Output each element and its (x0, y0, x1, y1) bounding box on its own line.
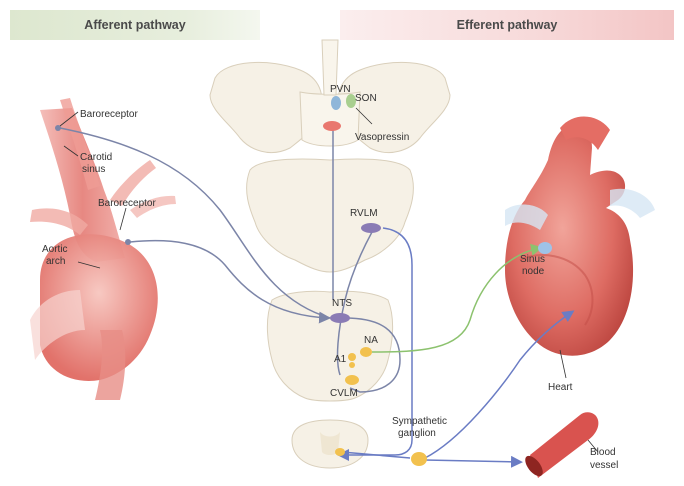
sinus-node-marker (538, 242, 552, 254)
baroreceptor-marker-aortic (125, 239, 131, 245)
carotid-sinus-label: Carotid (80, 152, 112, 163)
spinal-nucleus (335, 448, 345, 456)
baroreceptor-aortic-label: Baroreceptor (98, 198, 156, 209)
blood-vessel-illustration (522, 412, 599, 479)
vasopressin-label: Vasopressin (355, 132, 409, 143)
sympathetic-ganglion (411, 452, 427, 466)
blood-vessel-label: Blood (590, 447, 616, 458)
baroreceptor-carotid-label: Baroreceptor (80, 109, 138, 120)
a1-nucleus-2 (349, 362, 355, 368)
pvn-nucleus (331, 96, 341, 110)
sinus-node-label: Sinus (520, 254, 545, 265)
ganglion-to-vessel-line (425, 460, 520, 462)
spinal-cord-section (292, 420, 368, 468)
sympathetic-ganglion-label: Sympathetic (392, 416, 447, 427)
a1-label: A1 (334, 354, 347, 365)
cvlm-label: CVLM (330, 388, 358, 399)
heart-illustration (505, 116, 655, 355)
cvlm-nucleus (345, 375, 359, 385)
rvlm-label: RVLM (350, 208, 378, 219)
a1-nucleus (348, 353, 356, 361)
rvlm-nucleus (361, 223, 381, 233)
carotid-sinus-label-2: sinus (82, 164, 105, 175)
aortic-arch-label: Aortic (42, 244, 68, 255)
pvn-label: PVN (330, 84, 351, 95)
nts-nucleus (330, 313, 350, 323)
brainstem-upper (247, 159, 414, 272)
sinus-node-label-2: node (522, 266, 545, 277)
na-label: NA (364, 335, 378, 346)
aortic-arch-label-2: arch (46, 256, 65, 267)
nts-label: NTS (332, 298, 352, 309)
blood-vessel-label-2: vessel (590, 460, 618, 471)
sympathetic-ganglion-label-2: ganglion (398, 428, 436, 439)
brain-section-top (210, 40, 450, 153)
medulla (267, 291, 392, 401)
heart-label: Heart (548, 382, 573, 393)
na-nucleus (360, 347, 372, 357)
son-label: SON (355, 93, 377, 104)
pituitary-marker (323, 121, 341, 131)
